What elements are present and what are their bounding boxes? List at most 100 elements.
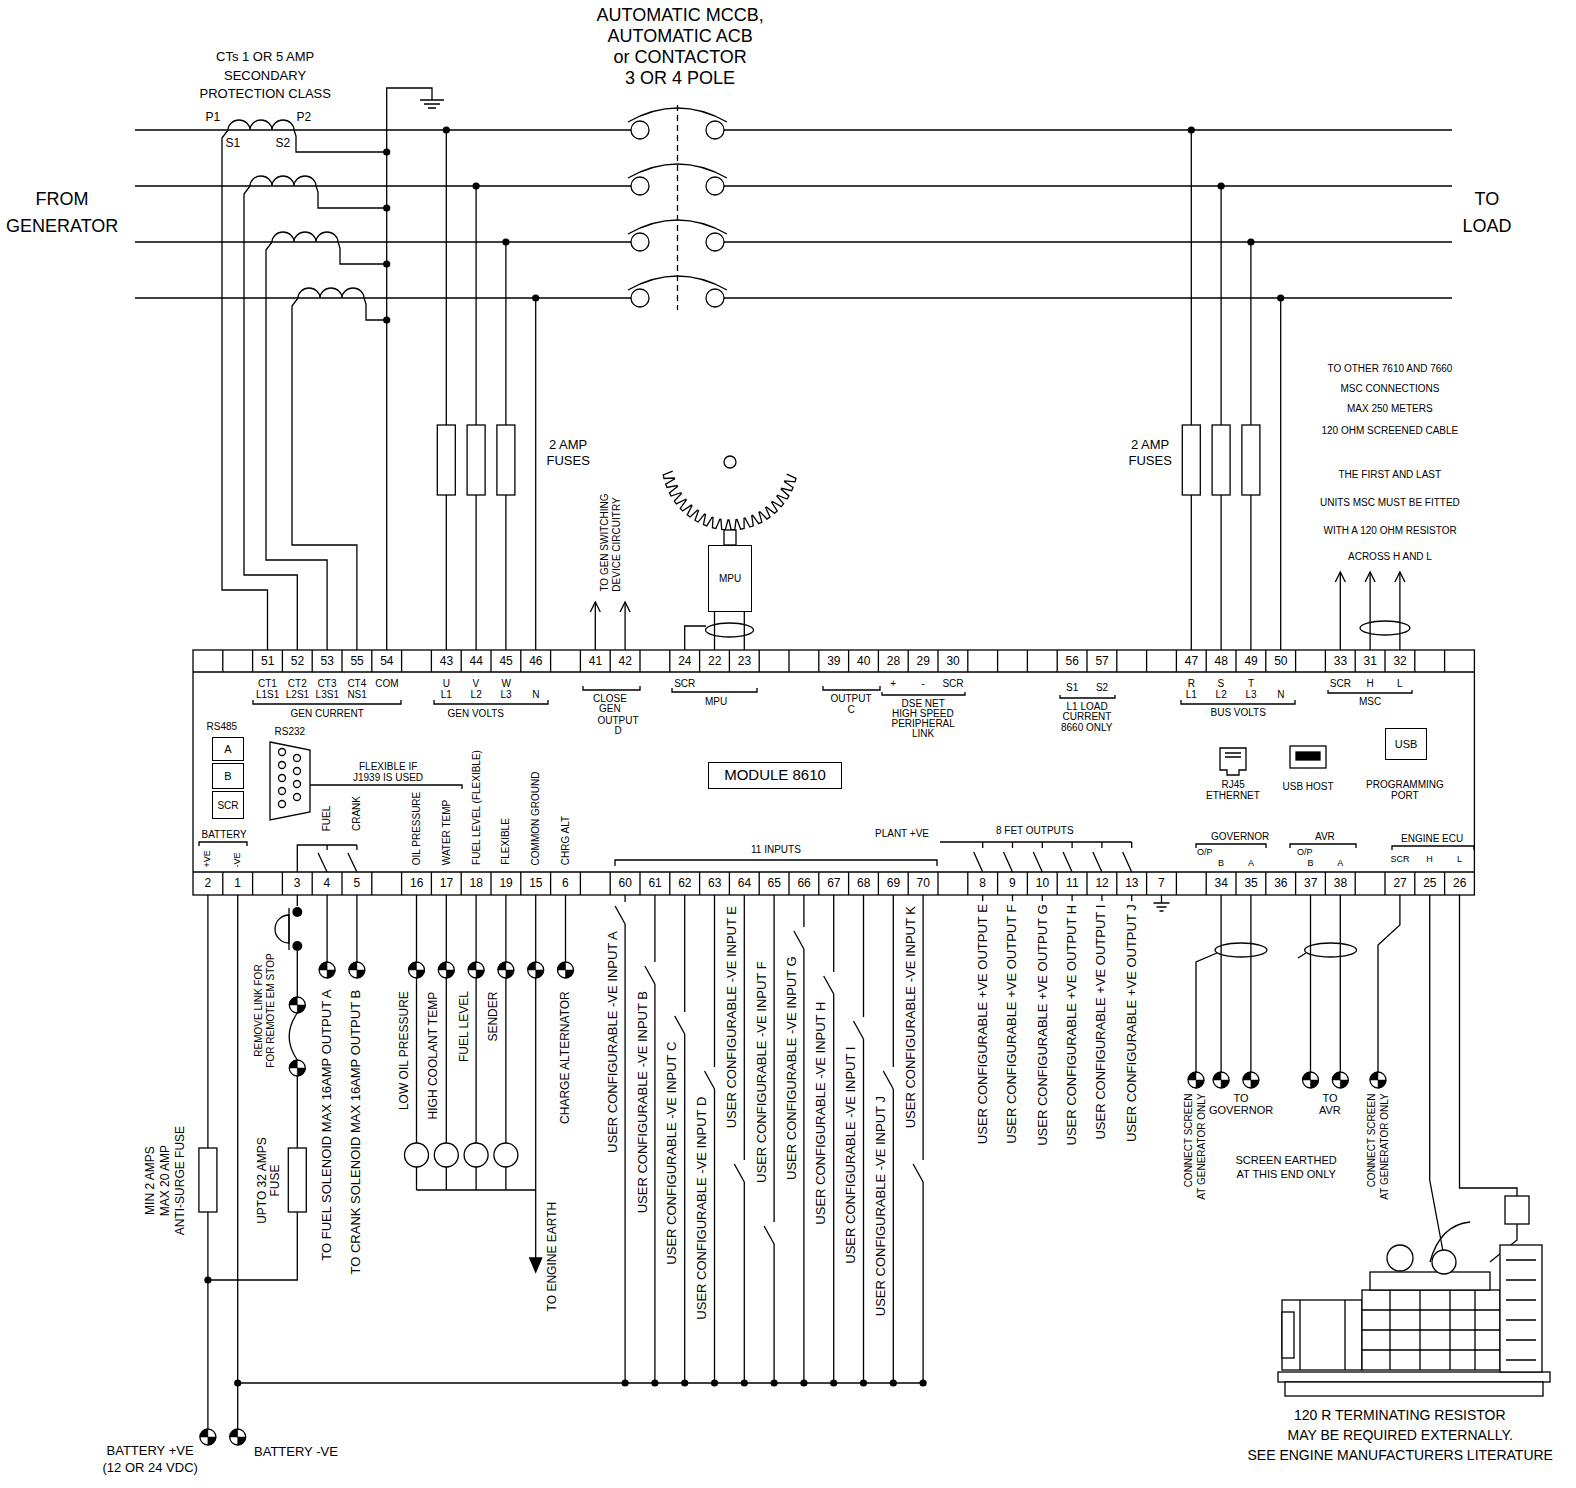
input-switch [734, 1164, 744, 1182]
terminal-number: 61 [647, 877, 662, 890]
msc-wire [1340, 572, 1341, 650]
label-text: 8 FET OUTPUTS [995, 825, 1075, 836]
terminal-stud [498, 962, 514, 978]
label-text: USER CONFIGURABLE -VE INPUT F [755, 960, 769, 1184]
sender-wire [446, 895, 447, 962]
sender-symbol [464, 1143, 488, 1167]
terminal-number: 9 [1008, 877, 1017, 890]
label-text: TO [1474, 190, 1501, 210]
sender-wire [565, 895, 566, 962]
terminal-number: 64 [737, 877, 752, 890]
connector-pin [294, 794, 301, 801]
terminal-stud-fill [528, 962, 544, 978]
label-text: RS485 [206, 721, 239, 732]
label-text: O/P [1196, 848, 1214, 858]
terminal-number: 10 [1035, 877, 1050, 890]
breaker-arc [628, 220, 727, 234]
arrow-head [620, 602, 630, 612]
estop-button [275, 915, 289, 943]
label-text: SENDER [487, 990, 500, 1042]
label-text: REMOVE LINK FOR [253, 963, 264, 1057]
label-text: GOVERNOR [1208, 1104, 1274, 1116]
label-text: USER CONFIGURABLE -VE INPUT K [904, 905, 918, 1129]
label-text: WATER TEMP [441, 799, 452, 866]
solenoid-wire [356, 895, 357, 962]
label-text: L1 [1185, 689, 1198, 700]
label-text: ANTI-SURGE FUSE [174, 1124, 187, 1235]
terminal-stud [409, 962, 425, 978]
label-text: UPTO 32 AMPS [256, 1136, 269, 1224]
terminal-number: 43 [439, 655, 454, 668]
label-text: 120 OHM SCREENED CABLE [1321, 425, 1460, 436]
label-text: LINK [911, 728, 935, 739]
label-text: S [1217, 678, 1226, 689]
label-text: CT1 [257, 678, 278, 689]
screen-wire [1298, 953, 1306, 958]
terminal-number: 36 [1273, 877, 1288, 890]
terminal-number: 30 [945, 655, 960, 668]
label-text: DEVICE CIRCUITRY [611, 496, 622, 592]
sense-wire [1280, 298, 1281, 650]
sender-wire [416, 895, 417, 962]
terminal-number: 7 [1157, 877, 1166, 890]
label-text: UNITS MSC MUST BE FITTED [1319, 497, 1461, 508]
cylinder-heads [1370, 1272, 1490, 1290]
terminal-number: 41 [588, 655, 603, 668]
junction-dot [1277, 294, 1284, 301]
terminal-number: 1 [233, 877, 242, 890]
terminal-number: 67 [826, 877, 841, 890]
radiator-detail [1506, 1260, 1536, 1360]
label-text: L3S1 [315, 689, 340, 700]
label-text: CHARGE ALTERNATOR [559, 990, 572, 1125]
ct-wire [338, 242, 387, 264]
ct-wire [294, 130, 387, 152]
junction-dot [502, 238, 509, 245]
label-text: WITH A 120 OHM RESISTOR [1323, 525, 1458, 536]
terminal-number: 13 [1124, 877, 1139, 890]
terminal-stud [1303, 1072, 1319, 1088]
group-bracket [823, 686, 880, 690]
label-text: R [1187, 678, 1196, 689]
connector-pin [279, 788, 286, 795]
label-text: +VE [203, 849, 213, 868]
label-text: MAY BE REQUIRED EXTERNALLY. [1287, 1428, 1514, 1443]
cable-screen [706, 623, 754, 637]
fuse-symbol [288, 1148, 306, 1212]
terminal-stud [230, 1429, 246, 1445]
junction-dot [383, 260, 390, 267]
label-text: A [1247, 859, 1255, 869]
input-wire [744, 895, 745, 1383]
output-contact [1033, 842, 1042, 872]
connector-pin [294, 768, 301, 775]
cable-screen [1360, 621, 1410, 635]
sender-wire [505, 895, 506, 962]
label-text: USER CONFIGURABLE -VE INPUT E [725, 905, 739, 1129]
sender-symbol [434, 1143, 458, 1167]
terminal-number: 68 [856, 877, 871, 890]
input-switch [854, 1021, 864, 1039]
genset-alternator [1282, 1300, 1362, 1370]
label-text: USER CONFIGURABLE +VE OUTPUT G [1035, 903, 1049, 1146]
label-text: TO CRANK SOLENOID MAX 16AMP OUTPUT B [350, 988, 364, 1275]
junction-dot [651, 1379, 658, 1386]
output-wire [1012, 895, 1013, 901]
junction-dot [443, 126, 450, 133]
label-text: N [1276, 689, 1285, 700]
junction-dot [1247, 238, 1254, 245]
box-text: B [224, 770, 231, 782]
terminal-box: B [212, 763, 244, 789]
junction-dot [1218, 182, 1225, 189]
junction-dot [800, 1379, 807, 1386]
fuse-symbol [1242, 425, 1260, 495]
breaker-contact [706, 121, 724, 139]
input-switch [705, 1071, 715, 1089]
terminal-number: 4 [323, 877, 332, 890]
phase-line [135, 129, 631, 130]
terminal-stud [558, 962, 574, 978]
terminal-number: 22 [707, 655, 722, 668]
connector-pin [279, 801, 286, 808]
group-bracket [583, 686, 640, 690]
gear-centre [724, 456, 736, 468]
label-text: FUSES [1128, 454, 1173, 468]
